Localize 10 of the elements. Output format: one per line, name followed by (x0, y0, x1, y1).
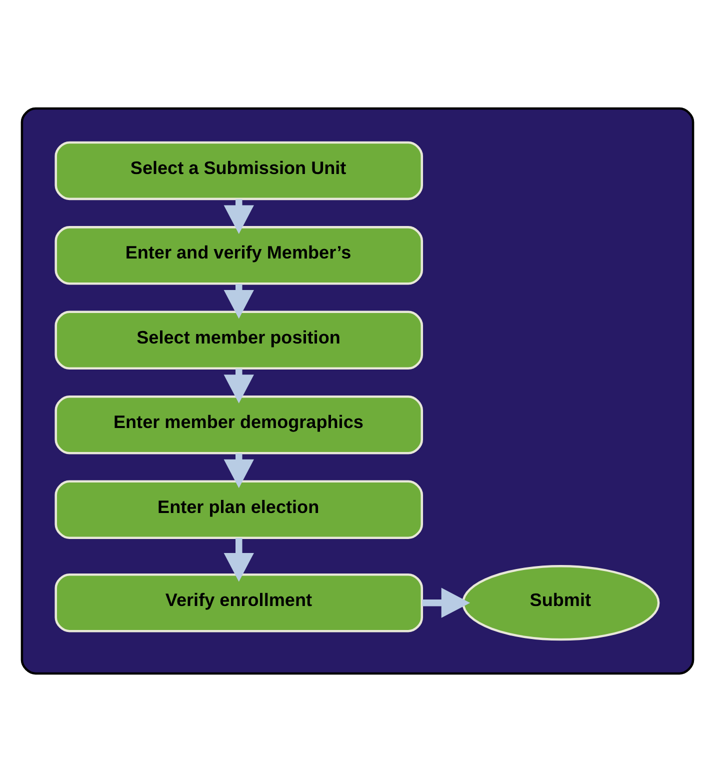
arrow (422, 588, 470, 618)
node-box: Enter member demographics (54, 396, 424, 454)
node-box: Verify enrollment (54, 573, 424, 632)
cluster (20, 107, 694, 675)
node-box: Enter plan election (54, 480, 424, 539)
node-ellipse: Submit (462, 564, 660, 641)
node-box: Enter and verify Member’s (54, 226, 424, 285)
node-box: Select a Submission Unit (54, 141, 424, 200)
arrow (224, 538, 254, 582)
node-box: Select member position (54, 310, 424, 370)
